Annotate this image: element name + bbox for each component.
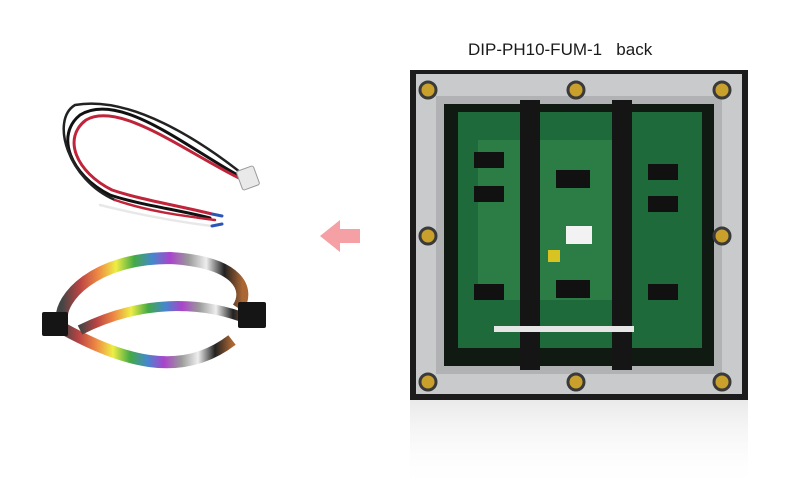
- led-module-back: [410, 70, 748, 490]
- ribbon-cable: [55, 251, 252, 369]
- product-caption: DIP-PH10-FUM-1 back: [468, 40, 653, 59]
- ribbon-connector-right: [238, 302, 266, 328]
- power-cable: [62, 102, 247, 228]
- ribbon-connector-left: [42, 312, 68, 336]
- power-connector: [236, 165, 260, 191]
- left-arrow-icon: [320, 220, 360, 252]
